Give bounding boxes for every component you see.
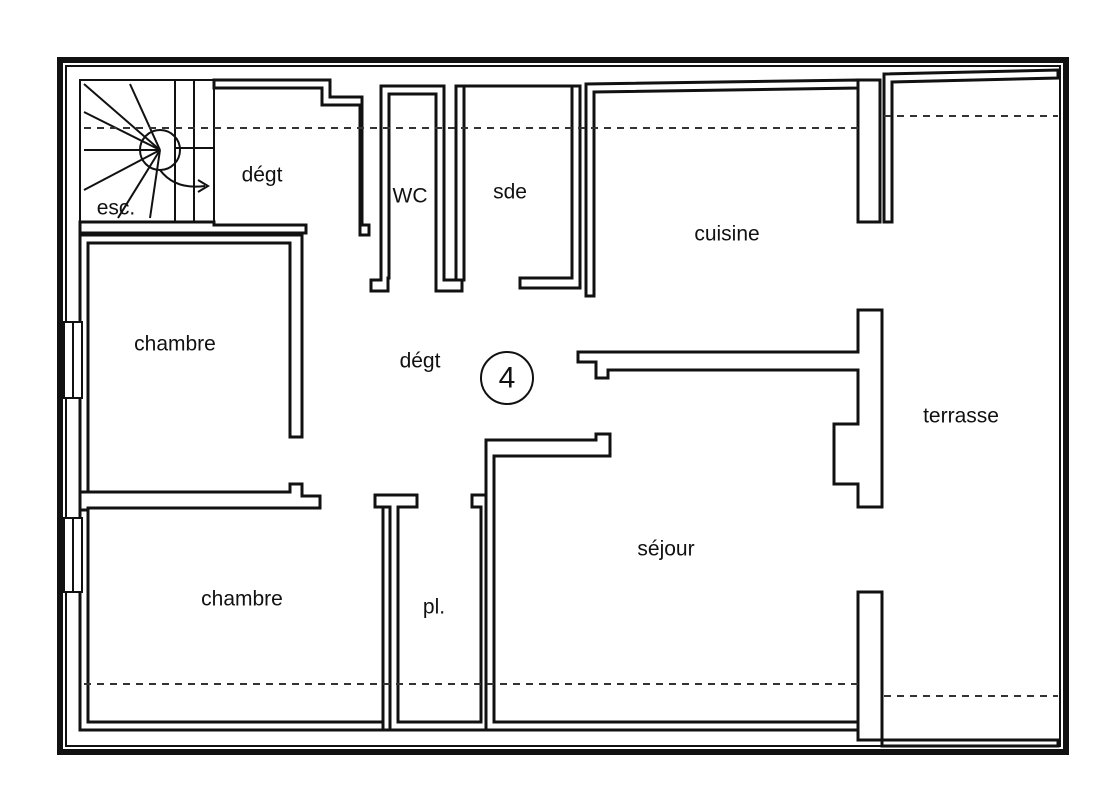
label-sde: sde — [493, 181, 527, 204]
inner-frame — [65, 65, 1061, 747]
label-cuisine: cuisine — [694, 223, 759, 246]
label-esc: esc. — [97, 197, 136, 220]
level-marker-number: 4 — [499, 362, 516, 395]
label-sejour: séjour — [637, 538, 694, 561]
outer-frame — [57, 57, 1069, 755]
wall-stair-bottom — [78, 220, 308, 235]
level-marker-circle — [480, 351, 534, 405]
wall-cuisine-right — [856, 78, 882, 224]
wall-kitchen-sejour — [576, 308, 884, 509]
label-degt-top: dégt — [242, 164, 283, 187]
wall-wc — [369, 84, 464, 293]
wall-cuisine-top — [584, 78, 860, 298]
wall-sde-left — [454, 84, 466, 282]
wall-chambre1 — [78, 233, 304, 494]
wall-stair-top — [212, 78, 371, 237]
label-placard: pl. — [423, 596, 445, 619]
wall-chambre2 — [78, 508, 385, 732]
wall-sde-right — [518, 84, 582, 290]
label-chambre-1: chambre — [134, 333, 216, 356]
label-wc: WC — [393, 185, 428, 208]
wall-placard-left — [381, 505, 392, 732]
label-degt-center: dégt — [400, 350, 441, 373]
window-chambre2 — [63, 517, 83, 593]
wall-terrasse-bottom — [880, 738, 1060, 748]
wall-sejour-right — [856, 590, 884, 742]
wall-terrasse-top — [882, 68, 1060, 224]
wall-between-chambres — [78, 482, 322, 512]
label-chambre-2: chambre — [201, 588, 283, 611]
window-chambre1 — [63, 321, 83, 399]
wall-sejour-top — [484, 432, 860, 732]
label-terrasse: terrasse — [923, 405, 999, 428]
